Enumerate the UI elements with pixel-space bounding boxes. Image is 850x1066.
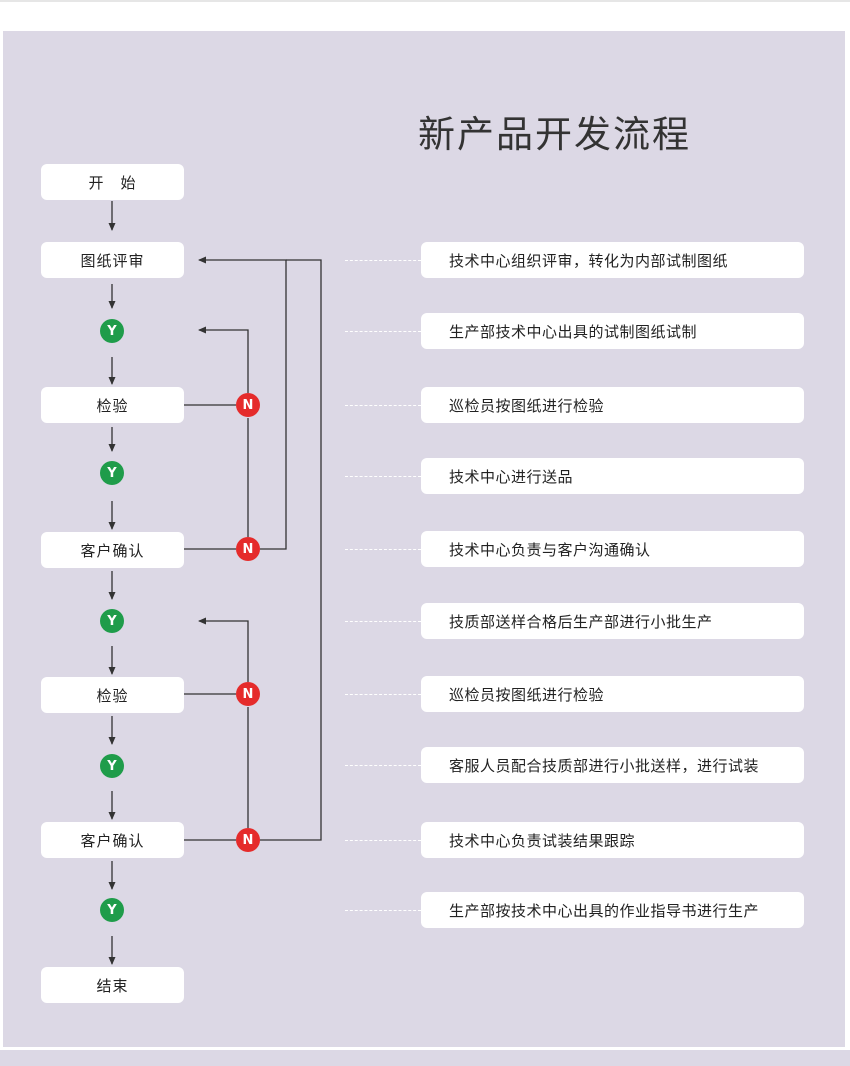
- step-drawing-review: 图纸评审: [41, 242, 184, 278]
- note-6: 技质部送样合格后生产部进行小批生产: [421, 603, 804, 639]
- decision-no-4: N: [236, 828, 260, 852]
- loop-confirm1-back: [198, 256, 287, 550]
- note-4: 技术中心进行送品: [421, 458, 804, 494]
- step-customer-confirm-2: 客户确认: [41, 822, 184, 858]
- loop-confirm2-back: [260, 259, 322, 841]
- step-inspection-1: 检验: [41, 387, 184, 423]
- bottom-strip: [0, 1050, 850, 1066]
- dash-leader: [345, 331, 421, 332]
- step-end: 结束: [41, 967, 184, 1003]
- dash-leader: [345, 549, 421, 550]
- note-5: 技术中心负责与客户沟通确认: [421, 531, 804, 567]
- dash-leader: [345, 260, 421, 261]
- step-inspection-2: 检验: [41, 677, 184, 713]
- decision-no-2: N: [236, 537, 260, 561]
- note-1: 技术中心组织评审，转化为内部试制图纸: [421, 242, 804, 278]
- note-9: 技术中心负责试装结果跟踪: [421, 822, 804, 858]
- diagram-title: 新产品开发流程: [418, 113, 691, 156]
- decision-no-3: N: [236, 682, 260, 706]
- decision-yes-5: Y: [100, 898, 124, 922]
- step-customer-confirm-1: 客户确认: [41, 532, 184, 568]
- note-8: 客服人员配合技质部进行小批送样，进行试装: [421, 747, 804, 783]
- loop-inspect2-back: [198, 617, 249, 682]
- decision-no-1: N: [236, 393, 260, 417]
- loop-inspect1-back: [198, 326, 249, 393]
- decision-yes-2: Y: [100, 461, 124, 485]
- dash-leader: [345, 840, 421, 841]
- top-border: [0, 0, 850, 2]
- note-2: 生产部技术中心出具的试制图纸试制: [421, 313, 804, 349]
- decision-yes-3: Y: [100, 609, 124, 633]
- dash-leader: [345, 694, 421, 695]
- dash-leader: [345, 910, 421, 911]
- note-7: 巡检员按图纸进行检验: [421, 676, 804, 712]
- decision-yes-4: Y: [100, 754, 124, 778]
- decision-yes-1: Y: [100, 319, 124, 343]
- note-3: 巡检员按图纸进行检验: [421, 387, 804, 423]
- dash-leader: [345, 476, 421, 477]
- step-start: 开 始: [41, 164, 184, 200]
- dash-leader: [345, 405, 421, 406]
- dash-leader: [345, 621, 421, 622]
- note-10: 生产部按技术中心出具的作业指导书进行生产: [421, 892, 804, 928]
- dash-leader: [345, 765, 421, 766]
